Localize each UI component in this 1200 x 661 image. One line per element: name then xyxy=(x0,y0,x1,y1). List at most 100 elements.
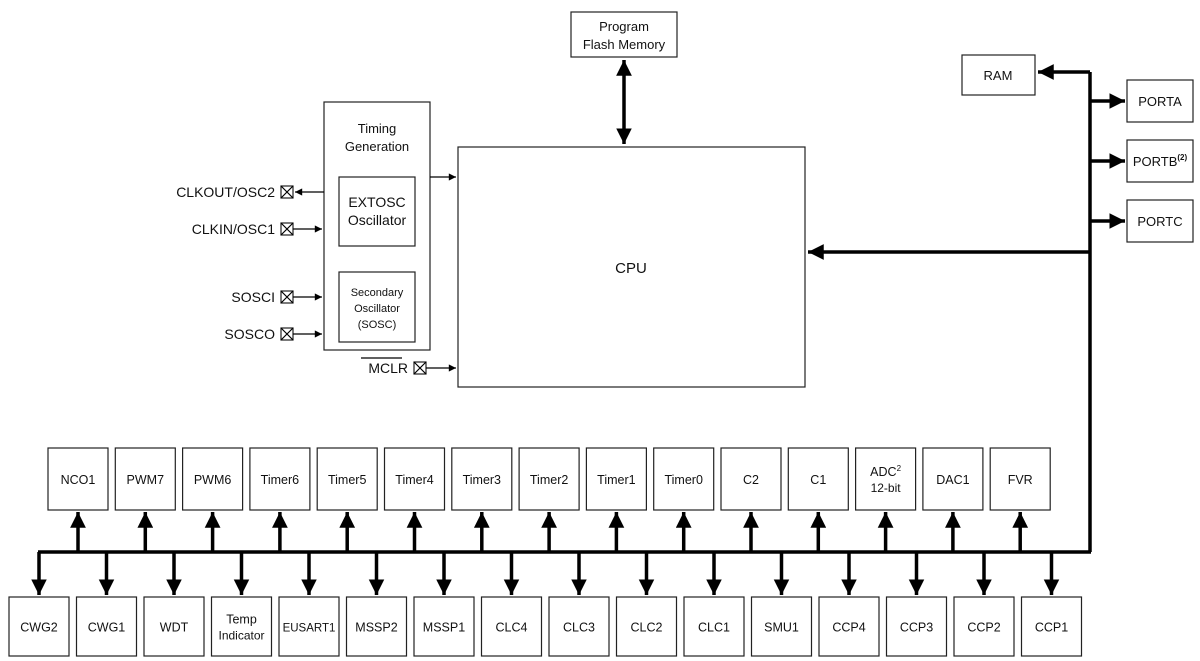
port-name: PORTA xyxy=(1138,94,1182,109)
peripheral-timer3: Timer3 xyxy=(451,447,513,552)
port-label: PORTA xyxy=(1138,94,1182,109)
peripheral-c1: C1 xyxy=(787,447,849,552)
peripheral-box xyxy=(787,447,849,511)
pin-cross-icon xyxy=(413,361,427,375)
peripheral-box xyxy=(653,447,715,511)
peripheral-timer2: Timer2 xyxy=(518,447,580,552)
peripheral-eusart1: EUSART1 xyxy=(278,552,340,657)
peripheral-timer4: Timer4 xyxy=(383,447,446,552)
peripheral-label: PWM6 xyxy=(194,473,232,487)
flash-label-2: Flash Memory xyxy=(583,37,666,52)
peripheral-label: CWG1 xyxy=(88,621,126,635)
pin-cross-icon xyxy=(280,185,294,199)
port-box xyxy=(1126,139,1194,183)
port-name: PORTB xyxy=(1133,154,1178,169)
peripheral-box xyxy=(953,596,1015,657)
pin-cross-icon xyxy=(280,327,294,341)
peripheral-label: CCP3 xyxy=(900,621,933,635)
peripheral-timer1: Timer1 xyxy=(585,447,648,552)
peripheral-footnote: 2 xyxy=(897,464,902,473)
peripheral-label: MSSP1 xyxy=(423,621,465,635)
extosc-label-1: EXTOSC xyxy=(348,194,405,210)
port-name: PORTC xyxy=(1137,214,1182,229)
peripheral-cwg1: CWG1 xyxy=(75,552,138,657)
peripheral-c2: C2 xyxy=(720,447,782,552)
peripheral-box xyxy=(1020,596,1083,657)
peripheral-box xyxy=(548,596,610,657)
peripheral-label: EUSART1 xyxy=(283,623,336,635)
pin-mclr: MCLR xyxy=(361,357,456,376)
peripheral-label: ADC2 xyxy=(870,464,901,479)
peripheral-label: Timer6 xyxy=(261,473,299,487)
pin-label: MCLR xyxy=(368,360,408,376)
peripheral-box xyxy=(989,447,1051,511)
peripheral-box xyxy=(720,447,782,511)
pin-label: SOSCO xyxy=(224,326,275,342)
peripheral-wdt: WDT xyxy=(143,552,205,657)
peripheral-box xyxy=(413,596,475,657)
peripheral-label: Timer0 xyxy=(664,473,702,487)
timing-generation-block: Timing Generation EXTOSC Oscillator Seco… xyxy=(323,101,431,351)
peripheral-label-line2: Indicator xyxy=(218,629,264,643)
port-porta-block: PORTA xyxy=(1090,79,1194,123)
peripheral-pwm6: PWM6 xyxy=(182,447,244,552)
peripheral-box xyxy=(585,447,648,511)
peripheral-box xyxy=(615,596,678,657)
peripheral-ccp1: CCP1 xyxy=(1020,552,1083,657)
peripheral-box xyxy=(249,447,311,511)
peripheral-label: CLC3 xyxy=(563,621,595,635)
pin-cross-icon xyxy=(280,222,294,236)
cpu-block: CPU xyxy=(457,146,806,388)
peripheral-clc3: CLC3 xyxy=(548,552,610,657)
sosc-label-2: Oscillator xyxy=(354,303,400,315)
peripheral-box xyxy=(316,447,378,511)
peripheral-box xyxy=(182,447,244,511)
peripheral-ccp2: CCP2 xyxy=(953,552,1015,657)
peripheral-dac1: DAC1 xyxy=(922,447,984,552)
peripheral-label: WDT xyxy=(160,621,189,635)
peripheral-box xyxy=(518,447,580,511)
pin-label: CLKIN/OSC1 xyxy=(192,221,275,237)
peripheral-clc1: CLC1 xyxy=(683,552,745,657)
peripheral-mssp2: MSSP2 xyxy=(345,552,408,657)
pin-clkin: CLKIN/OSC1 xyxy=(192,221,322,237)
timing-label-2: Generation xyxy=(345,139,409,154)
peripheral-box xyxy=(683,596,745,657)
port-portc-block: PORTC xyxy=(1090,199,1194,243)
extosc-block xyxy=(338,176,416,247)
pin-sosco: SOSCO xyxy=(224,326,322,342)
peripheral-cwg2: CWG2 xyxy=(8,552,70,657)
peripheral-box xyxy=(885,596,948,657)
peripheral-box xyxy=(922,447,984,511)
peripheral-timer5: Timer5 xyxy=(316,447,378,552)
peripheral-label: CCP1 xyxy=(1035,621,1068,635)
peripheral-label: CLC4 xyxy=(496,621,528,635)
peripheral-box xyxy=(451,447,513,511)
peripheral-label: Timer1 xyxy=(597,473,635,487)
peripheral-adc-12-bit: ADC2 12-bit xyxy=(854,447,917,552)
peripheral-box xyxy=(210,596,273,657)
peripheral-label: Timer4 xyxy=(395,473,433,487)
peripheral-box xyxy=(75,596,138,657)
peripheral-label: DAC1 xyxy=(936,473,969,487)
peripheral-box xyxy=(383,447,446,511)
peripheral-label: C1 xyxy=(810,473,826,487)
port-portb-block: PORTB(2) xyxy=(1090,139,1194,183)
ram-block: RAM xyxy=(961,54,1036,96)
peripheral-label: MSSP2 xyxy=(355,621,397,635)
peripheral-box xyxy=(345,596,408,657)
peripheral-pwm7: PWM7 xyxy=(114,447,176,552)
peripheral-timer0: Timer0 xyxy=(653,447,715,552)
peripheral-box xyxy=(750,596,813,657)
port-label: PORTB(2) xyxy=(1133,153,1188,169)
peripheral-box xyxy=(114,447,176,511)
program-flash-memory-block: Program Flash Memory xyxy=(570,11,678,58)
extosc-label-2: Oscillator xyxy=(348,212,407,228)
pin-label: SOSCI xyxy=(231,289,275,305)
peripheral-label: CWG2 xyxy=(20,621,58,635)
peripheral-label-line2: 12-bit xyxy=(871,481,902,495)
peripheral-label: CCP4 xyxy=(832,621,865,635)
peripheral-box xyxy=(854,447,917,511)
